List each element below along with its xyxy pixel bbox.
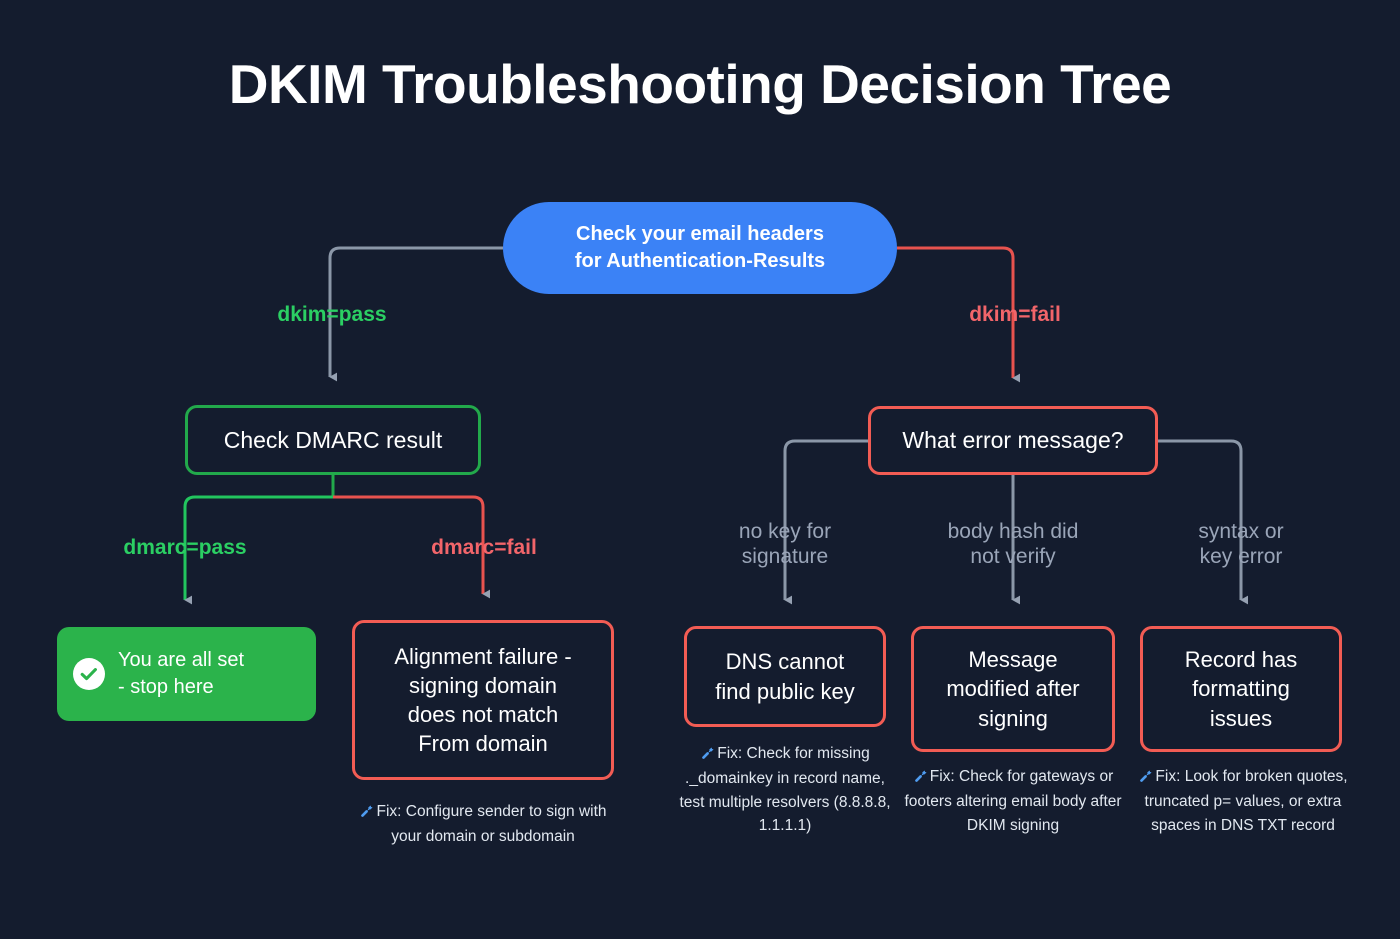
node-dns-cannot-find-key[interactable]: DNS cannot find public key <box>684 626 886 727</box>
node-record-formatting[interactable]: Record has formatting issues <box>1140 626 1342 752</box>
node-root-label: Check your email headers for Authenticat… <box>574 223 826 272</box>
edge-label-syntax-or-key-error: syntax or key error <box>1198 520 1284 569</box>
node-record-formatting-label: Record has formatting issues <box>1184 647 1298 731</box>
node-check-dmarc-label: Check DMARC result <box>223 426 443 453</box>
node-alignment-failure-label: Alignment failure - signing domain does … <box>394 643 572 757</box>
edge-label-body-hash-not-verify: body hash did not verify <box>947 520 1079 569</box>
fix-note-dns-text: Fix: Check for missing ._domainkey in re… <box>679 745 891 834</box>
wrench-icon <box>359 802 374 825</box>
fix-note-record-text: Fix: Look for broken quotes, truncated p… <box>1144 768 1348 834</box>
node-success-label: You are all set - stop here <box>118 649 245 698</box>
edge-label-no-key-for-signature: no key for signature <box>738 520 832 569</box>
wrench-icon <box>913 767 928 790</box>
wrench-icon <box>1138 767 1153 790</box>
node-dns-label: DNS cannot find public key <box>715 649 855 704</box>
edge-label-dkim-fail: dkim=fail <box>969 303 1061 326</box>
fix-note-alignment-text: Fix: Configure sender to sign with your … <box>376 803 607 846</box>
wrench-icon <box>700 744 715 767</box>
fix-note-alignment: Fix: Configure sender to sign with your … <box>346 800 620 849</box>
edge-label-dmarc-fail: dmarc=fail <box>431 536 537 559</box>
fix-note-message: Fix: Check for gateways or footers alter… <box>903 765 1123 837</box>
node-check-dmarc-result[interactable]: Check DMARC result <box>185 405 481 475</box>
page-title: DKIM Troubleshooting Decision Tree <box>228 53 1172 115</box>
node-alignment-failure[interactable]: Alignment failure - signing domain does … <box>352 620 614 780</box>
fix-note-message-text: Fix: Check for gateways or footers alter… <box>904 768 1122 834</box>
node-what-error-label: What error message? <box>902 427 1124 454</box>
node-message-modified[interactable]: Message modified after signing <box>911 626 1115 752</box>
node-what-error-message[interactable]: What error message? <box>868 406 1158 475</box>
edge-label-dmarc-pass: dmarc=pass <box>123 536 247 559</box>
node-message-modified-label: Message modified after signing <box>946 647 1080 731</box>
node-root-check-headers[interactable]: Check your email headers for Authenticat… <box>503 202 897 294</box>
check-circle-icon <box>73 658 105 690</box>
node-success-all-set[interactable]: You are all set - stop here <box>57 627 316 721</box>
fix-note-record: Fix: Look for broken quotes, truncated p… <box>1132 765 1354 837</box>
edge-label-dkim-pass: dkim=pass <box>277 303 387 326</box>
fix-note-dns: Fix: Check for missing ._domainkey in re… <box>676 742 894 837</box>
